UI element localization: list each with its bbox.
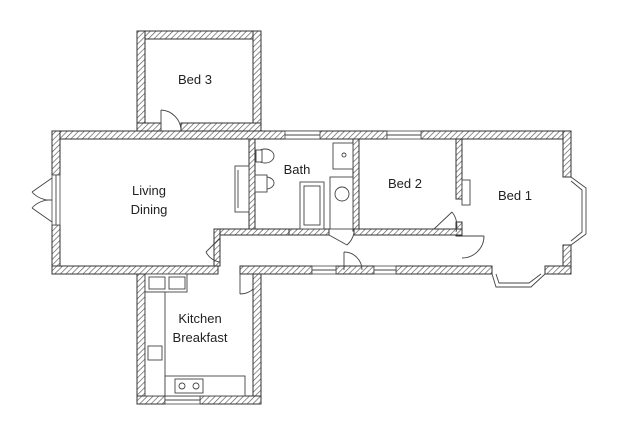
room-label-bed3: Bed 3 [178, 72, 212, 87]
bath-door[interactable] [328, 232, 355, 246]
room-label-bath: Bath [284, 162, 311, 177]
main-outer-walls [51, 130, 572, 275]
corridor-door[interactable] [343, 251, 363, 271]
room-label-breakfast: Breakfast [173, 330, 228, 345]
bath-fittings [254, 142, 354, 230]
room-label-dining: Dining [131, 202, 168, 217]
bed-fittings [461, 179, 471, 206]
kitchen-walls [136, 273, 262, 405]
room-label-bed2: Bed 2 [388, 176, 422, 191]
room-label-living: Living [132, 183, 166, 198]
patio-doors[interactable] [31, 177, 53, 223]
bed2-door[interactable] [433, 211, 458, 233]
room-label-bed1: Bed 1 [498, 188, 532, 203]
bay-window [491, 176, 587, 288]
kitchen-fittings [144, 273, 246, 397]
living-door[interactable] [205, 237, 221, 263]
living-fittings [234, 165, 250, 213]
bed1-door[interactable] [461, 235, 485, 259]
windows [51, 130, 422, 275]
bed3-door[interactable] [160, 109, 182, 132]
room-label-kitchen: Kitchen [178, 311, 221, 326]
